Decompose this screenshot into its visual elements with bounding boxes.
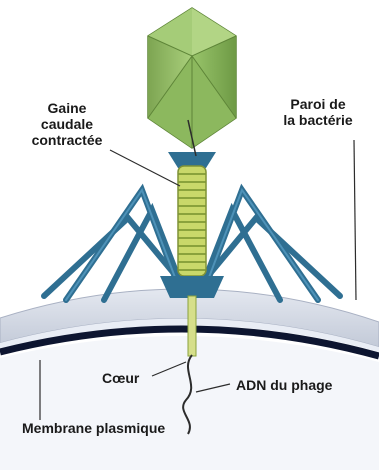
baseplate — [160, 276, 224, 298]
label-tail-sheath-line-2: caudale — [12, 116, 122, 132]
label-cell-wall-line-2: la bactérie — [268, 112, 368, 128]
label-tail-sheath: Gaine caudale contractée — [12, 100, 122, 148]
capsid — [148, 8, 236, 156]
label-tail-sheath-line-3: contractée — [12, 132, 122, 148]
label-plasma-membrane: Membrane plasmique — [22, 420, 165, 436]
tail-sheath — [178, 166, 206, 276]
label-core: Cœur — [102, 370, 139, 386]
label-phage-dna: ADN du phage — [236, 377, 332, 393]
label-tail-sheath-line-1: Gaine — [12, 100, 122, 116]
label-cell-wall: Paroi de la bactérie — [268, 96, 368, 128]
tail-core — [188, 296, 196, 356]
label-cell-wall-line-1: Paroi de — [268, 96, 368, 112]
